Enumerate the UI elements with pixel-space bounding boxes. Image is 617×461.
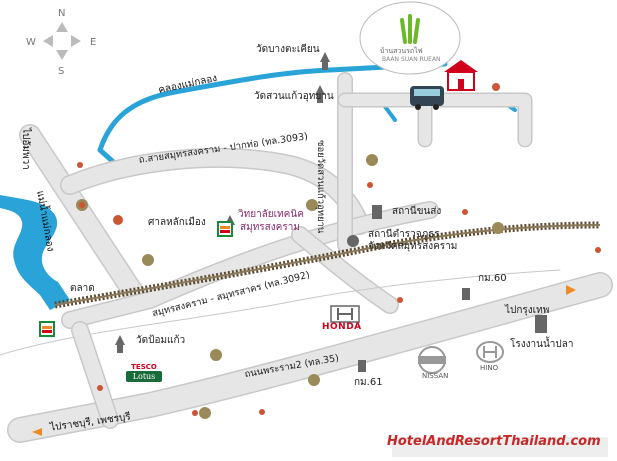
resort-logo-text: บ้านสวนรถไฟ: [380, 47, 423, 55]
tesco-lotus-logo: TESCO Lotus: [126, 363, 162, 385]
watermark-banner: [392, 437, 608, 457]
label-police-2: จังหวัดสมุทรสงคราม: [368, 241, 458, 252]
van-icon: [410, 86, 444, 110]
compass-w: W: [26, 37, 36, 48]
label-college-2: สมุทรสงคราม: [240, 222, 300, 233]
tesco-text: TESCO: [131, 363, 157, 371]
label-soi: ซอยวัดสวนแก้วอุทยาน: [315, 140, 326, 234]
trees: [76, 83, 601, 419]
watermark: HotelAndResortThailand.com: [381, 429, 605, 455]
compass-icon: [43, 22, 81, 60]
compass-s: S: [58, 66, 65, 77]
mae-klong-river: [0, 195, 70, 310]
honda-h-icon: [330, 305, 360, 323]
watermark-text: HotelAndResortThailand.com: [387, 434, 601, 449]
label-km61: กม.61: [354, 377, 383, 388]
resort-logo: [359, 1, 461, 75]
resort-building: [444, 60, 478, 91]
label-to-amphawa: ไปอัมพวา: [20, 128, 31, 170]
car-logos: [418, 341, 504, 374]
label-nissan: NISSAN: [422, 372, 449, 380]
label-police-1: สถานีตำรวจภูธร: [368, 229, 440, 240]
label-wat-suan-kaew: วัดสวนแก้วอุทยาน: [254, 91, 334, 102]
lotus-text: Lotus: [126, 371, 162, 382]
resort-logo-sub: BAAN SUAN RUEAN: [382, 56, 441, 63]
label-city-pillar: ศาลหลักเมือง: [148, 217, 206, 228]
honda-text: HONDA: [322, 322, 362, 332]
label-wat-pom-kaew: วัดป้อมแก้ว: [136, 335, 186, 346]
seven-eleven-icons: [39, 221, 233, 337]
compass-n: N: [58, 8, 66, 19]
label-transport: สถานีขนส่ง: [392, 206, 442, 217]
direction-arrows: [32, 285, 576, 436]
railway-core: [54, 224, 601, 306]
label-km60: กม.60: [478, 273, 507, 284]
landmark-icons: [115, 52, 547, 372]
compass-e: E: [90, 37, 97, 48]
label-wat-bang-kacha: วัดบางตะเคียน: [256, 44, 320, 55]
label-to-bangkok: ไปกรุงเทพ: [505, 305, 550, 316]
label-fish-sauce: โรงงานน้ำปลา: [510, 339, 574, 350]
label-college-1: วิทยาลัยเทคนิค: [238, 209, 304, 220]
label-hino: HINO: [480, 364, 499, 372]
road-network: [0, 72, 613, 443]
label-market: ตลาด: [70, 283, 95, 294]
honda-logo: [320, 305, 370, 333]
